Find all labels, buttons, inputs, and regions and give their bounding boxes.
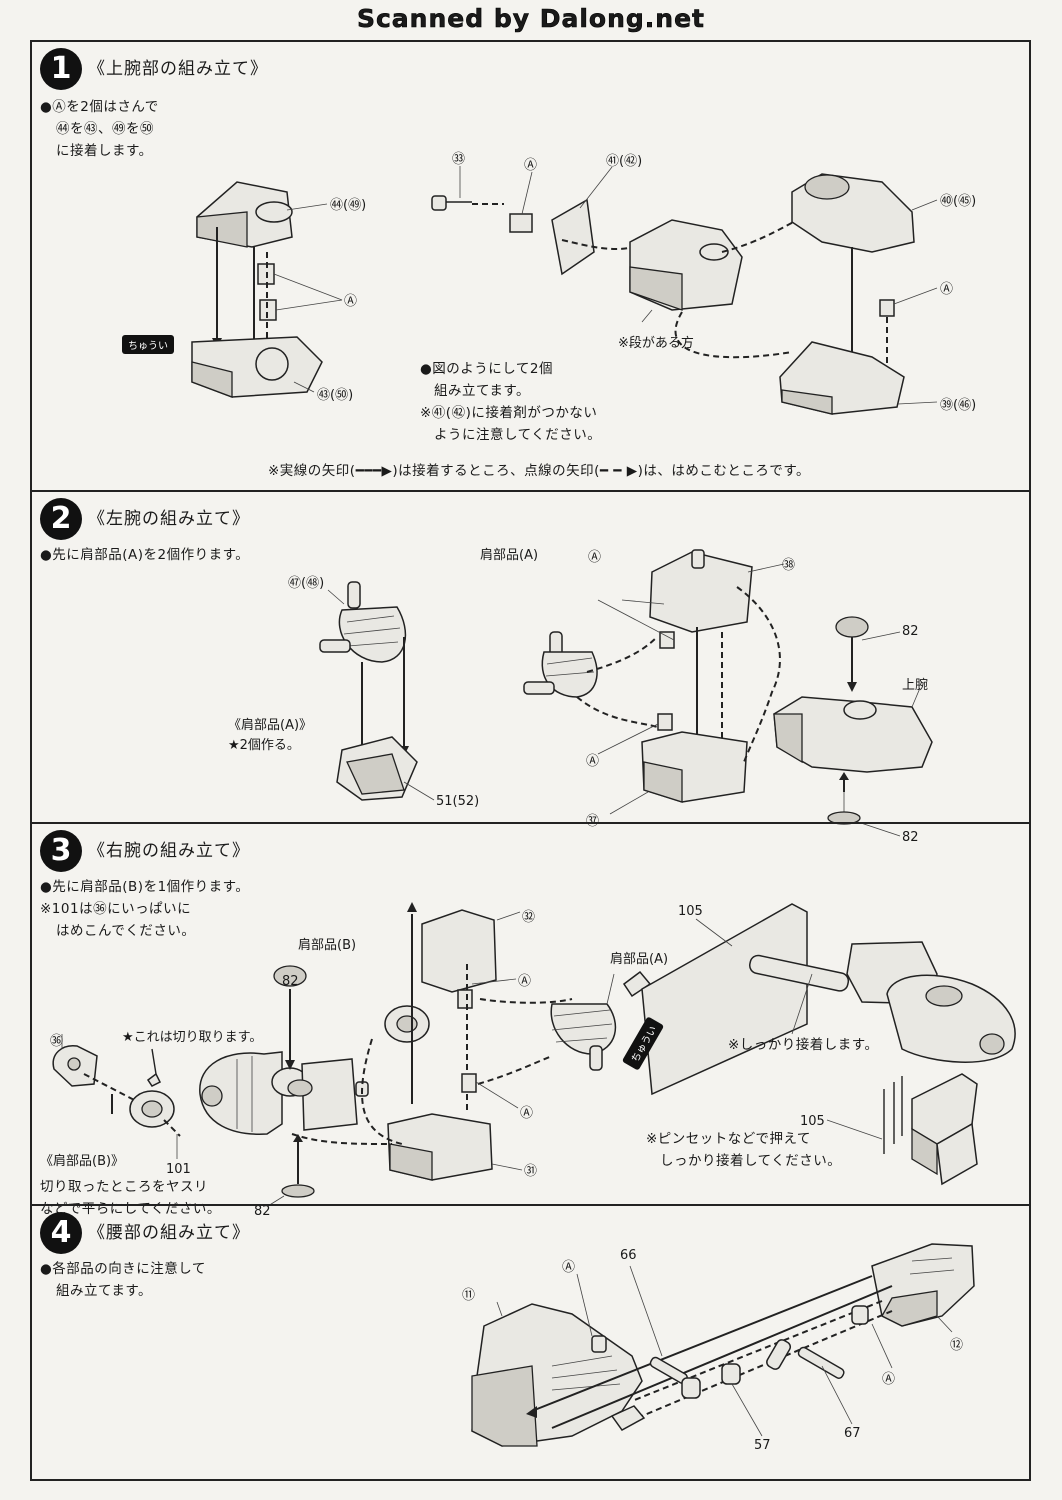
instruction-sheet: 1 《上腕部の組み立て》 ●Ⓐを2個はさんで ㊹を㊸、㊾を㊿ に接着します。 [30,40,1031,1481]
part-label: 《肩部品(A)》 [228,718,313,733]
step-instructions: ●先に肩部品(B)を1個作ります。 ※101は㊱にいっぱいに はめこんでください… [40,879,250,939]
part-label: 肩部品(A) [480,548,539,563]
step-number: 3 [40,830,82,872]
caution-badge: ちゅうい [122,335,174,354]
glue-note: ※しっかり接着します。 [728,1037,879,1053]
part-label: ㉜ [522,910,536,925]
part-label: Ⓐ [562,1260,576,1275]
scan-credit-header: Scanned by Dalong.net [0,4,1062,38]
step-number: 4 [40,1212,82,1254]
part-label: ㊱ [50,1034,64,1049]
part-label: ㊳ [782,558,796,573]
assembly-notes: ●図のようにして2個 組み立てます。 ※㊶(㊷)に接着剤がつかない ように注意し… [420,361,602,443]
part-label: Ⓐ [882,1372,896,1387]
step-2-left-arm: 2 《左腕の組み立て》 ●先に肩部品(A)を2個作ります。 [32,492,1029,845]
part-label: ㊴(㊻) [940,398,977,413]
tweezers-note: ※ピンセットなどで押えて しっかり接着してください。 [646,1131,842,1169]
part-label: Ⓐ [586,754,600,769]
part-label: ⑪ [462,1288,476,1303]
part-label: 51(52) [436,794,480,809]
part-label: 82 [902,624,919,639]
waist-illustration [471,1243,975,1447]
part-label: ㊸(㊿) [317,388,354,403]
part-label: 67 [844,1426,861,1441]
part-label: 66 [620,1248,637,1263]
part-label: Ⓐ [524,158,538,173]
step-3-right-arm: 3 《右腕の組み立て》 ●先に肩部品(B)を1個作ります。 ※101は㊱にいっぱ… [32,824,1029,1219]
part-label: 82 [282,974,299,989]
step-title: 《上腕部の組み立て》 [88,59,268,79]
part-label: ㉝ [452,152,466,167]
part-label: ㊵(㊺) [940,194,977,209]
part-label: 57 [754,1438,771,1453]
step-4-waist: 4 《腰部の組み立て》 ●各部品の向きに注意して 組み立てます。 [32,1206,1029,1478]
step-instructions: ●Ⓐを2個はさんで ㊹を㊸、㊾を㊿ に接着します。 [40,99,159,159]
part-label: 101 [166,1162,191,1177]
part-label: ★これは切り取ります。 [122,1030,263,1045]
left-arm-illustration [319,549,933,837]
part-label: 肩部品(A) [610,952,669,967]
step-instructions: ●先に肩部品(A)を2個作ります。 [40,547,250,563]
step-title: 《右腕の組み立て》 [88,841,250,861]
part-label: 82 [254,1204,271,1219]
part-label: ㊶(㊷) [606,154,643,169]
part-label: 105 [678,904,703,919]
step-title: 《腰部の組み立て》 [88,1223,250,1243]
scan-credit-text: Scanned by Dalong.net [356,4,705,34]
part-label: Ⓐ [520,1106,534,1121]
step-number: 2 [40,498,82,540]
part-label: ★2個作る。 [228,738,300,753]
part-label: 82 [902,830,919,845]
part-label: ㊲ [586,814,600,829]
part-label: ㊹(㊾) [330,198,367,213]
step-instructions: ●各部品の向きに注意して 組み立てます。 [40,1261,206,1299]
step-title: 《左腕の組み立て》 [88,509,250,529]
part-label: 105 [800,1114,825,1129]
part-label: Ⓐ [588,550,602,565]
step-1-upper-arm: 1 《上腕部の組み立て》 ●Ⓐを2個はさんで ㊹を㊸、㊾を㊿ に接着します。 [32,42,1029,490]
part-label: 肩部品(B) [298,938,357,953]
part-label: 《肩部品(B)》 [40,1154,125,1169]
part-label: Ⓐ [940,282,954,297]
part-label: 上腕 [902,678,929,693]
arrow-legend-footnote: ※実線の矢印(━━━▶)は接着するところ、点線の矢印(━ ━ ▶)は、はめこむと… [268,463,811,479]
part-label: Ⓐ [344,294,358,309]
upper-arm-illustration [191,166,938,415]
part-label: Ⓐ [518,974,532,989]
step-number: 1 [40,48,82,90]
part-label: ㊼(㊽) [288,576,325,591]
part-label: ㉛ [524,1164,538,1179]
filing-note: 切り取ったところをヤスリ [40,1179,208,1195]
right-arm-illustration [52,902,1016,1207]
part-label: ※段がある方 [618,336,694,351]
part-label: ⑫ [950,1338,964,1353]
